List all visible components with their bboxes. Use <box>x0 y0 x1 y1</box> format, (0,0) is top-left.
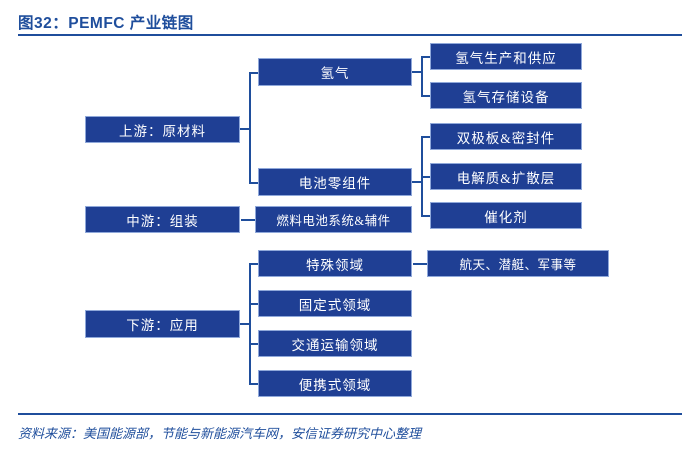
page-title: 图32：PEMFC 产业链图 <box>18 15 194 32</box>
node-fuel-cell-system[interactable]: 燃料电池系统&辅件 <box>255 206 412 233</box>
connector-downstream-to-stationary <box>249 303 259 305</box>
node-h2-storage[interactable]: 氢气存储设备 <box>430 82 582 109</box>
node-midstream[interactable]: 中游：组装 <box>85 206 240 233</box>
node-bipolar-plate[interactable]: 双极板&密封件 <box>430 123 582 150</box>
connector-midstream-to-system <box>241 219 255 221</box>
header-divider <box>18 34 682 36</box>
node-special-field[interactable]: 特殊领域 <box>258 250 412 277</box>
connector-downstream-spine <box>249 263 251 384</box>
connector-downstream-stub <box>240 323 250 325</box>
source-note: 资料来源：美国能源部，节能与新能源汽车网，安信证券研究中心整理 <box>18 426 422 441</box>
connector-cell-to-catalyst <box>421 215 431 217</box>
node-stationary-field[interactable]: 固定式领域 <box>258 290 412 317</box>
node-transport-field[interactable]: 交通运输领域 <box>258 330 412 357</box>
connector-upstream-to-cell-components <box>249 182 259 184</box>
connector-cell-components-stub <box>412 181 422 183</box>
connector-special-to-aerospace <box>413 263 427 265</box>
connector-cell-to-bipolar <box>421 136 431 138</box>
node-catalyst[interactable]: 催化剂 <box>430 202 582 229</box>
node-downstream[interactable]: 下游：应用 <box>85 310 240 338</box>
node-hydrogen[interactable]: 氢气 <box>258 58 412 86</box>
connector-hydrogen-stub <box>412 71 422 73</box>
node-upstream[interactable]: 上游：原材料 <box>85 116 240 143</box>
connector-hydrogen-to-production <box>421 56 431 58</box>
node-electrolyte[interactable]: 电解质&扩散层 <box>430 163 582 190</box>
node-h2-production[interactable]: 氢气生产和供应 <box>430 43 582 70</box>
connector-cell-to-electrolyte <box>421 176 431 178</box>
connector-downstream-to-transport <box>249 343 259 345</box>
connector-upstream-to-hydrogen <box>249 72 259 74</box>
connector-hydrogen-spine <box>421 56 423 97</box>
connector-downstream-to-special <box>249 263 259 265</box>
node-portable-field[interactable]: 便携式领域 <box>258 370 412 397</box>
footer-divider <box>18 413 682 415</box>
connector-downstream-to-portable <box>249 383 259 385</box>
connector-upstream-stub <box>240 128 250 130</box>
node-aerospace-submarine-military[interactable]: 航天、潜艇、军事等 <box>427 250 609 277</box>
connector-hydrogen-to-storage <box>421 95 431 97</box>
connector-upstream-spine <box>249 72 251 184</box>
node-cell-components[interactable]: 电池零组件 <box>258 168 412 196</box>
